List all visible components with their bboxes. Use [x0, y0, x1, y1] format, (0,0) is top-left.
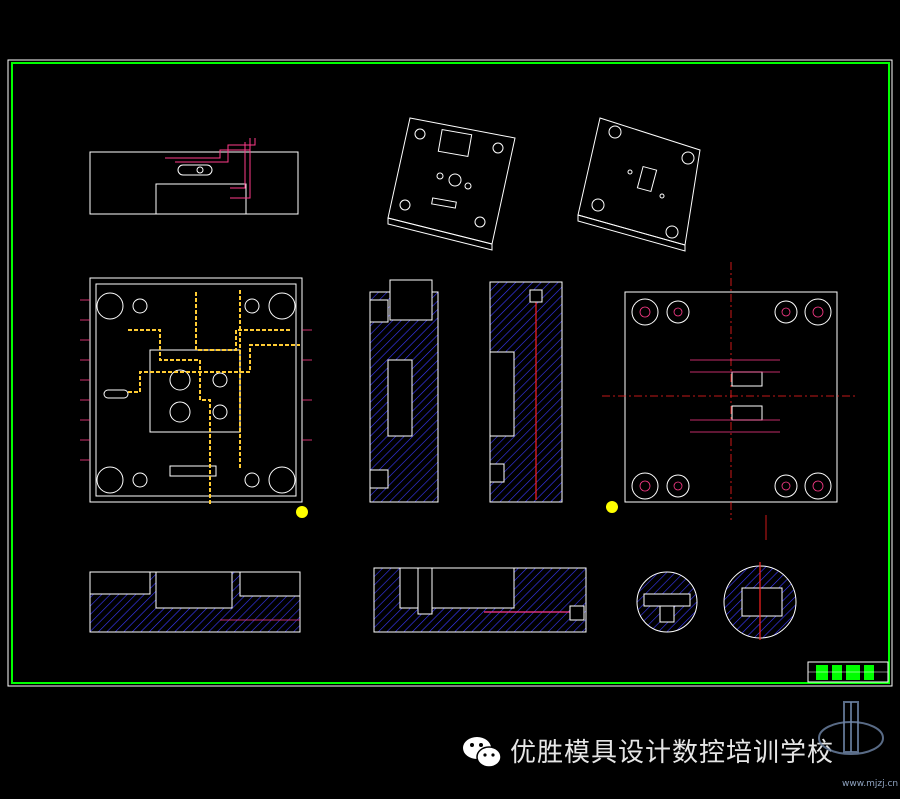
- marker-left: [296, 506, 308, 518]
- isometric-view-2: [577, 117, 701, 252]
- inner-frame: [11, 62, 890, 684]
- plan-view-right-cores: [639, 306, 824, 540]
- detail-circle-1: [636, 571, 698, 633]
- outer-frame: [7, 59, 893, 687]
- site-logo-icon: [818, 701, 884, 755]
- plan-view-left: [89, 277, 303, 503]
- detail-circle-2: [723, 562, 797, 640]
- section-view-b: [489, 281, 563, 503]
- section-view-a: [369, 279, 439, 503]
- section-view-bottom-center: [373, 567, 587, 633]
- marker-right: [606, 501, 618, 513]
- section-view-bottom-left: [89, 571, 301, 633]
- isometric-view-1: [387, 117, 516, 251]
- side-view-top: [89, 138, 299, 215]
- plan-view-left-cooling: [128, 290, 300, 505]
- title-block: [807, 661, 889, 683]
- plan-view-right-centerlines: [602, 262, 856, 520]
- site-url: www.mjzj.cn: [842, 779, 899, 789]
- wechat-icon: [463, 737, 502, 768]
- watermark-text: 优胜模具设计数控培训学校: [510, 738, 835, 768]
- plan-view-left-dims: [80, 299, 312, 461]
